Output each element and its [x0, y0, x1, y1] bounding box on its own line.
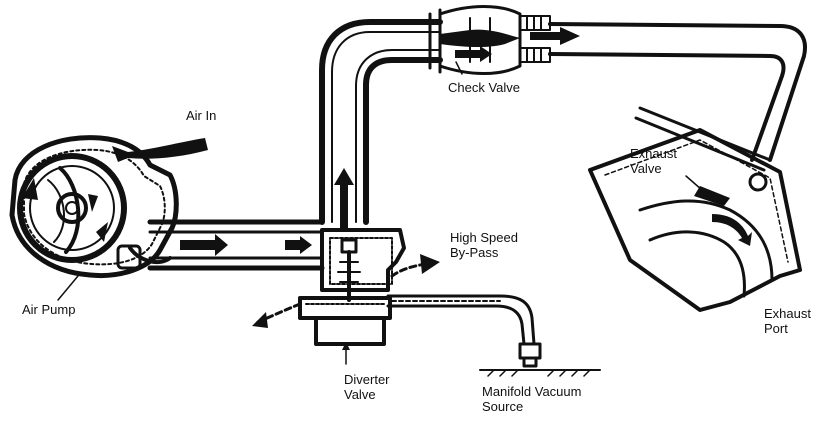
exhaust-port-line2: Port — [764, 321, 788, 336]
exhaust-valve-label: Exhaust Valve — [630, 146, 677, 176]
exhaust-port — [588, 106, 802, 312]
check-valve-label: Check Valve — [448, 80, 521, 95]
manifold-vacuum-label: Manifold Vacuum Source — [482, 384, 581, 414]
check-valve — [428, 5, 580, 75]
exhaust-feed-pipe — [548, 22, 807, 162]
manifold-line1: Manifold Vacuum — [482, 384, 582, 399]
exhaust-valve-line2: Valve — [630, 161, 662, 176]
pump-outlet-hose — [147, 219, 325, 271]
high-speed-line2: By-Pass — [450, 245, 499, 260]
diverter-valve — [252, 228, 440, 346]
manifold-line2: Source — [482, 399, 524, 414]
leader-lines — [57, 61, 703, 365]
high-speed-line1: High Speed — [450, 230, 518, 245]
air-in-label: Air In — [186, 108, 217, 123]
exhaust-port-label: Exhaust Port — [764, 306, 811, 336]
air-pump — [9, 135, 179, 279]
diverter-line2: Valve — [344, 387, 376, 402]
air-pump-label: Air Pump — [22, 302, 76, 317]
exhaust-valve-line1: Exhaust — [630, 146, 677, 161]
vacuum-line — [386, 294, 601, 377]
diverter-line1: Diverter — [344, 372, 390, 387]
diverter-valve-label: Diverter Valve — [344, 372, 390, 402]
exhaust-port-line1: Exhaust — [764, 306, 811, 321]
main-air-pipe — [319, 19, 443, 230]
air-in-arrow — [112, 138, 208, 162]
high-speed-bypass-label: High Speed By-Pass — [450, 230, 518, 260]
